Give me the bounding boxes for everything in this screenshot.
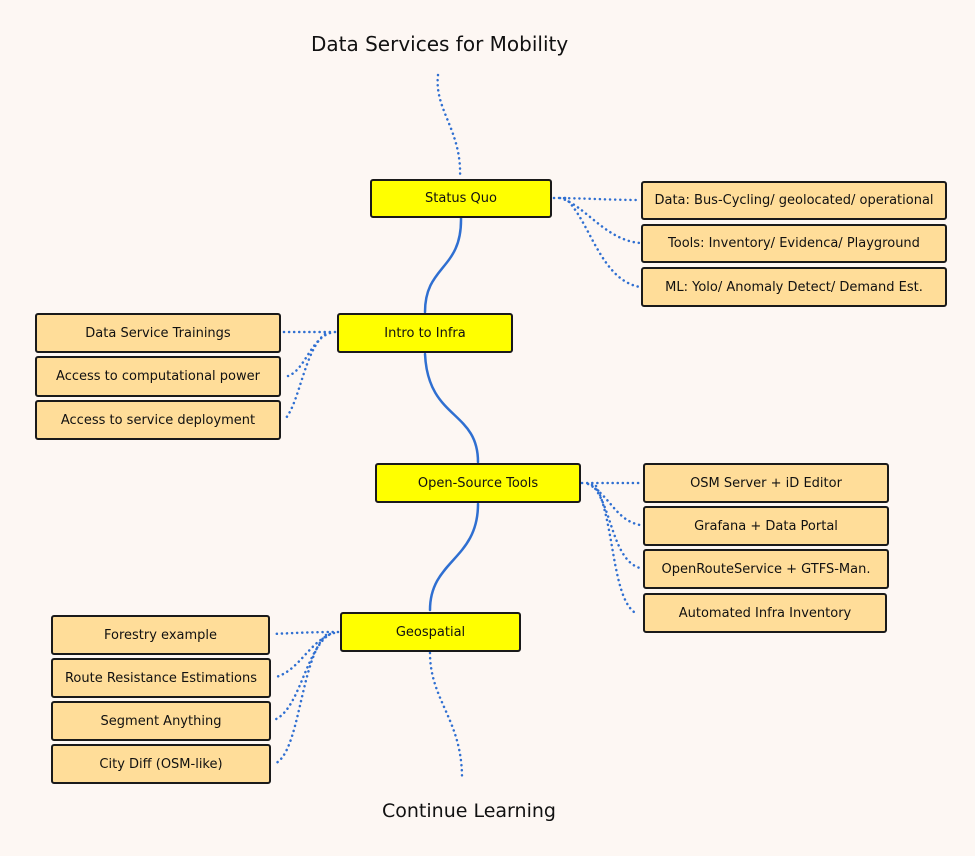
node-status-quo[interactable]: Status Quo bbox=[370, 179, 552, 218]
node-geospatial[interactable]: Geospatial bbox=[340, 612, 521, 652]
diagram-title: Data Services for Mobility bbox=[311, 32, 569, 56]
link-tools-2 bbox=[586, 482, 642, 527]
link-geo-1 bbox=[270, 630, 340, 636]
link-tools-3 bbox=[590, 483, 642, 570]
node-intro-infra[interactable]: Intro to Infra bbox=[337, 313, 513, 353]
link-infra-3 bbox=[284, 332, 327, 420]
spine-status-to-infra bbox=[423, 216, 463, 314]
leaf-tools-inventory[interactable]: Automated Infra Inventory bbox=[643, 593, 887, 633]
leaf-geo-forestry[interactable]: Forestry example bbox=[51, 615, 270, 655]
leaf-tools-ors[interactable]: OpenRouteService + GTFS-Man. bbox=[643, 549, 889, 589]
leaf-status-data[interactable]: Data: Bus-Cycling/ geolocated/ operation… bbox=[641, 181, 947, 220]
leaf-geo-citydiff[interactable]: City Diff (OSM-like) bbox=[51, 744, 271, 784]
link-tools-4 bbox=[594, 484, 636, 614]
link-status-1 bbox=[552, 196, 642, 202]
leaf-infra-trainings[interactable]: Data Service Trainings bbox=[35, 313, 281, 353]
node-open-source-tools[interactable]: Open-Source Tools bbox=[375, 463, 581, 503]
leaf-tools-grafana[interactable]: Grafana + Data Portal bbox=[643, 506, 889, 546]
leaf-status-tools[interactable]: Tools: Inventory/ Evidenca/ Playground bbox=[641, 224, 947, 263]
spine-infra-to-tools bbox=[423, 352, 480, 464]
link-geo-2 bbox=[274, 631, 336, 679]
link-status-2 bbox=[558, 196, 642, 245]
spine-tools-to-geo bbox=[428, 502, 480, 612]
spine-start bbox=[436, 73, 462, 180]
leaf-infra-deployment[interactable]: Access to service deployment bbox=[35, 400, 281, 440]
leaf-infra-compute[interactable]: Access to computational power bbox=[35, 356, 281, 397]
leaf-status-ml[interactable]: ML: Yolo/ Anomaly Detect/ Demand Est. bbox=[641, 267, 947, 307]
footer-label: Continue Learning bbox=[382, 800, 556, 822]
link-status-3 bbox=[563, 196, 642, 289]
link-geo-4 bbox=[272, 633, 328, 766]
leaf-geo-segment[interactable]: Segment Anything bbox=[51, 701, 271, 741]
link-infra-2 bbox=[286, 331, 332, 378]
spine-end bbox=[428, 651, 464, 780]
leaf-tools-osm[interactable]: OSM Server + iD Editor bbox=[643, 463, 889, 503]
leaf-geo-route[interactable]: Route Resistance Estimations bbox=[51, 658, 271, 698]
link-geo-3 bbox=[272, 632, 332, 722]
